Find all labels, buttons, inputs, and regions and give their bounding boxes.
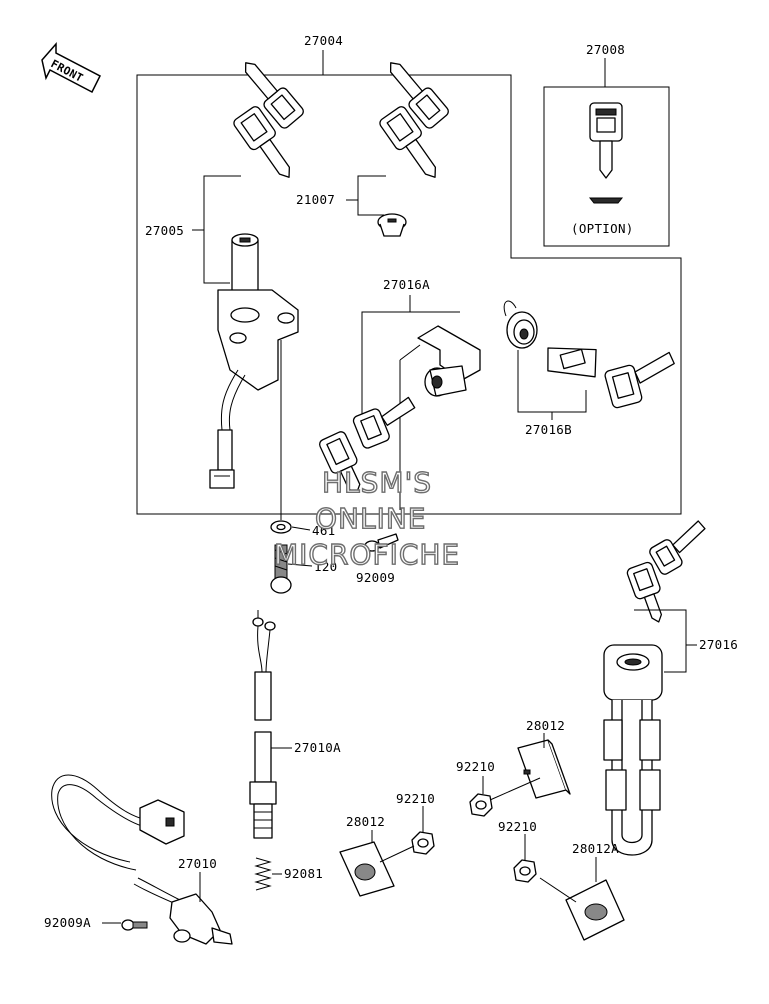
label-461: 461: [312, 523, 335, 538]
screw-icon: [121, 919, 148, 931]
padlock-icon: [603, 644, 663, 856]
key-icon: [233, 62, 304, 178]
nut-icon: [411, 831, 435, 855]
label-92009A: 92009A: [44, 915, 91, 930]
nut-icon: [469, 793, 493, 817]
lock-icon: [417, 325, 481, 397]
key-icon: [318, 396, 416, 493]
spring-icon: [254, 857, 272, 891]
label-27016B: 27016B: [525, 422, 572, 437]
key-icon: [626, 520, 706, 623]
group-outline-27004: [136, 74, 682, 515]
nut-icon: [513, 859, 537, 883]
key-icon: [547, 347, 675, 409]
label-28012A: 28012A: [572, 841, 619, 856]
label-92009: 92009: [356, 570, 395, 585]
label-120: 120: [314, 559, 337, 574]
label-27008: 27008: [586, 42, 625, 57]
label-92210-a: 92210: [456, 759, 495, 774]
key-icon: [379, 62, 449, 178]
reflector-icon: [489, 739, 571, 801]
screw-icon: [270, 544, 292, 594]
label-option: (OPTION): [571, 221, 634, 236]
label-28012-a: 28012: [526, 718, 565, 733]
front-arrow-icon: FRONT: [41, 42, 102, 94]
reflector-icon: [539, 877, 625, 941]
reflector-icon: [339, 841, 415, 897]
label-27010: 27010: [178, 856, 217, 871]
label-92210-b: 92210: [396, 791, 435, 806]
label-92081: 92081: [284, 866, 323, 881]
switch-icon: [51, 774, 233, 945]
washer-icon: [270, 520, 292, 534]
screw-icon: [364, 533, 399, 552]
watermark-line2: ONLINE: [315, 502, 426, 535]
lock-icon: [503, 300, 538, 349]
switch-icon: [249, 610, 277, 839]
option-box-27008: [543, 86, 670, 247]
label-28012-b: 28012: [346, 814, 385, 829]
label-27004: 27004: [304, 33, 343, 48]
label-27016: 27016: [699, 637, 738, 652]
label-27016A: 27016A: [383, 277, 430, 292]
option-key-icon: [588, 102, 624, 204]
label-92210-c: 92210: [498, 819, 537, 834]
label-27005: 27005: [145, 223, 184, 238]
watermark: HLSM'S ONLINE MICROFICHE: [273, 465, 460, 571]
watermark-line3: MICROFICHE: [274, 538, 460, 571]
watermark-line1: HLSM'S: [322, 466, 432, 499]
key-cap-icon: [377, 213, 407, 237]
label-21007: 21007: [296, 192, 335, 207]
label-27010A: 27010A: [294, 740, 341, 755]
ignition-switch-icon: [209, 233, 299, 489]
